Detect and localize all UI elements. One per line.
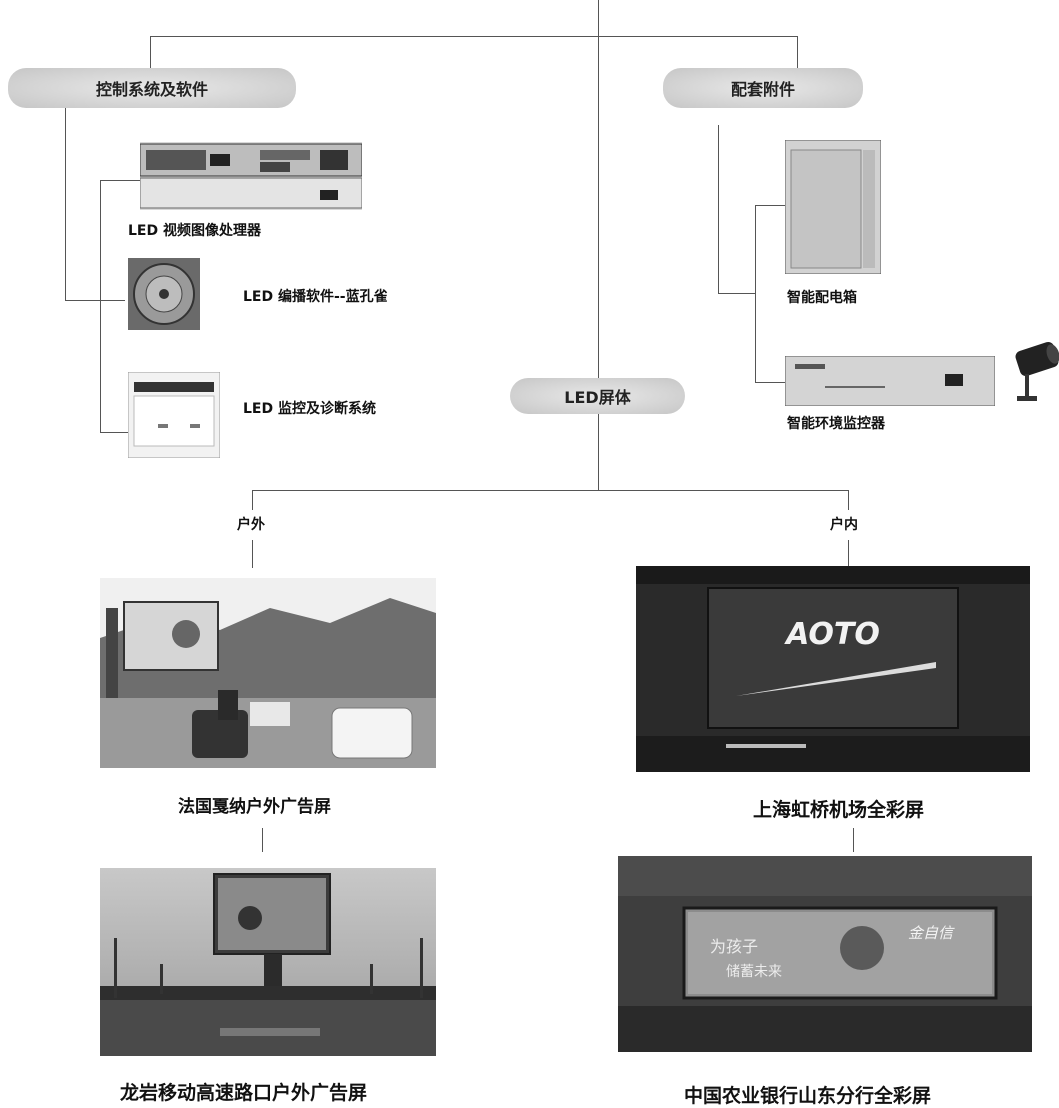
accessory-to-box (718, 293, 756, 294)
top-left-drop (150, 36, 151, 68)
env-monitor-image (785, 356, 995, 406)
accessories-node: 配套附件 (663, 68, 863, 108)
cannes-outdoor-photo (100, 578, 436, 768)
accessory-to-env (755, 382, 785, 383)
power-box-label: 智能配电箱 (787, 290, 857, 306)
control-system-node: 控制系统及软件 (8, 68, 296, 108)
indoor-screen-1-label: 上海虹桥机场全彩屏 (753, 799, 925, 821)
indoor-drop (848, 490, 849, 510)
aoto-logo: AOTO (784, 617, 880, 652)
bank-slogan-2: 储蓄未来 (726, 964, 782, 980)
camera-icon (1003, 340, 1059, 408)
indoor-label: 户内 (830, 517, 858, 533)
outdoor-drop-2 (252, 540, 253, 568)
accessory-sub-stem (755, 205, 756, 382)
outdoor-screen-1-label: 法国戛纳户外广告屏 (178, 797, 331, 817)
accessory-stem (718, 125, 719, 293)
control-sub-stem (100, 180, 101, 432)
bank-slogan-3: 金自信 (908, 924, 955, 942)
power-box-image (785, 140, 881, 274)
top-right-drop (797, 36, 798, 68)
top-horizontal (150, 36, 798, 37)
led-stem (598, 414, 599, 490)
monitor-system-label: LED 监控及诊断系统 (243, 401, 376, 417)
bank-slogan-1: 为孩子 (710, 937, 758, 956)
longyan-outdoor-photo (100, 868, 436, 1056)
software-label: LED 编播软件--蓝孔雀 (243, 289, 388, 305)
monitor-system-image (128, 372, 220, 458)
control-to-monitor (100, 432, 128, 433)
led-horizontal (252, 490, 849, 491)
outdoor-label: 户外 (237, 517, 265, 533)
indoor-link (853, 828, 854, 852)
indoor-drop-2 (848, 540, 849, 566)
outdoor-drop (252, 490, 253, 510)
hongqiao-indoor-photo: AOTO (636, 566, 1030, 772)
video-processor-image (140, 142, 362, 210)
video-processor-label: LED 视频图像处理器 (128, 223, 261, 239)
control-to-processor (100, 180, 140, 181)
software-disc-image (128, 258, 200, 330)
env-monitor-label: 智能环境监控器 (787, 416, 885, 432)
trunk-top (598, 0, 599, 378)
outdoor-link (262, 828, 263, 852)
abc-bank-indoor-photo: 为孩子 储蓄未来 金自信 (618, 856, 1032, 1052)
led-body-node: LED屏体 (510, 378, 685, 414)
accessory-sub-top (755, 205, 785, 206)
led-body-label: LED屏体 (564, 388, 631, 407)
outdoor-screen-2-label: 龙岩移动高速路口户外广告屏 (120, 1082, 368, 1104)
control-stem (65, 108, 66, 300)
control-system-label: 控制系统及软件 (95, 80, 208, 99)
accessories-label: 配套附件 (730, 80, 795, 99)
control-to-software (65, 300, 125, 301)
indoor-screen-2-label: 中国农业银行山东分行全彩屏 (684, 1085, 932, 1107)
